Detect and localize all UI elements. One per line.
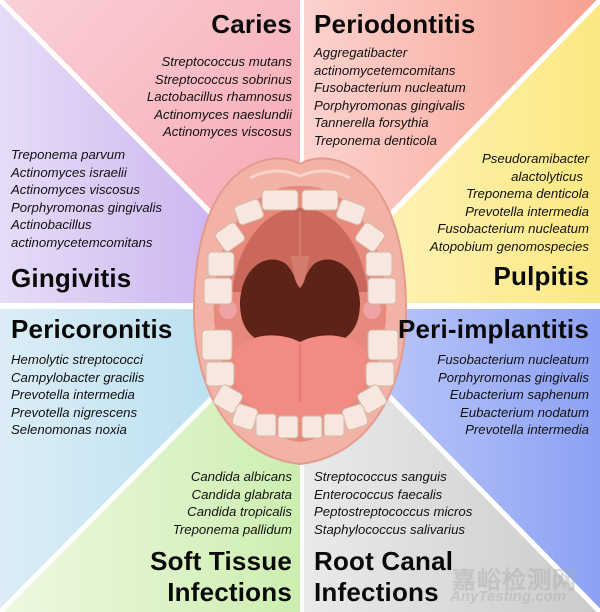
- pulpitis-organism-list: Pseudoramibacter alactolyticus Treponema…: [430, 150, 589, 256]
- periodontitis-title: Periodontitis: [314, 9, 476, 39]
- organism: Treponema parvum: [11, 147, 126, 162]
- organism: Actinomyces israelii: [11, 164, 127, 180]
- organism: Fusobacterium nucleatum: [314, 80, 466, 96]
- organism: Actinomyces viscosus: [11, 182, 140, 198]
- organism: Aggregatibacter: [314, 45, 408, 60]
- caries-title: Caries: [211, 9, 292, 39]
- root-canal-title: Root Canal Infections: [314, 546, 472, 608]
- soft-tissue-organism-list: Candida albicans Candida glabrata Candid…: [150, 468, 292, 538]
- peri-implantitis-organism-list: Fusobacterium nucleatum Porphyromonas gi…: [398, 351, 589, 439]
- tonsil-left: [219, 301, 237, 319]
- organism: Prevotella intermedia: [465, 422, 589, 438]
- organism: Actinobacillus: [11, 217, 92, 233]
- organism: Actinomyces viscosus: [163, 124, 292, 140]
- soft-tissue-title-line2: Infections: [167, 577, 292, 608]
- organism: Prevotella intermedia: [11, 387, 135, 403]
- organism: Campylobacter gracilis: [11, 369, 145, 385]
- organism: Porphyromonas gingivalis: [438, 369, 589, 385]
- root-canal-section: Streptococcus sanguis Enterococcus faeca…: [314, 468, 472, 608]
- soft-tissue-title: Soft Tissue Infections: [150, 546, 292, 608]
- pericoronitis-organism-list: Hemolytic streptococci Campylobacter gra…: [11, 351, 173, 439]
- peri-implantitis-title: Peri-implantitis: [397, 314, 589, 344]
- watermark-cn: 嘉峪检测网: [452, 567, 577, 594]
- organism: Treponema denticola: [314, 132, 437, 148]
- periodontitis-section: Periodontitis Aggregatibacter actinomyce…: [314, 10, 476, 150]
- organism: Streptococcus sanguis: [314, 469, 447, 484]
- soft-tissue-title-line1: Soft Tissue: [150, 546, 292, 577]
- gingivitis-organism-list: Treponema parvum Actinomyces israelii Ac…: [11, 146, 162, 252]
- uvula: [290, 256, 310, 288]
- peri-implantitis-section: Peri-implantitis Fusobacterium nucleatum…: [398, 315, 589, 439]
- organism: Prevotella intermedia: [465, 203, 589, 219]
- pulpitis-title: Pulpitis: [493, 260, 589, 291]
- organism: Candida albicans: [190, 469, 292, 484]
- organism: Tannerella forsythia: [314, 115, 429, 131]
- root-canal-title-line1: Root Canal: [314, 546, 454, 577]
- organism: Pseudoramibacter: [481, 151, 589, 166]
- organism: Actinomyces naeslundii: [154, 106, 292, 122]
- pulpitis-section: Pseudoramibacter alactolyticus Treponema…: [430, 150, 589, 290]
- caries-organism-list: Streptococcus mutans Streptococcus sobri…: [147, 53, 292, 141]
- organism: Candida tropicalis: [187, 504, 292, 520]
- organism: Enterococcus faecalis: [314, 486, 443, 502]
- organism: Eubacterium nodatum: [459, 404, 589, 420]
- mouth-illustration: [192, 157, 408, 466]
- caries-section: Caries Streptococcus mutans Streptococcu…: [147, 10, 292, 141]
- tonsil-right: [363, 301, 381, 319]
- organism: actinomycetemcomitans: [314, 62, 456, 78]
- pericoronitis-title: Pericoronitis: [11, 314, 173, 344]
- organism: Fusobacterium nucleatum: [437, 221, 589, 237]
- organism: Porphyromonas gingivalis: [314, 97, 465, 113]
- organism: Atopobium genomospecies: [429, 238, 589, 254]
- gingivitis-section: Treponema parvum Actinomyces israelii Ac…: [11, 146, 162, 292]
- organism: alactolyticus: [511, 168, 583, 184]
- organism: Eubacterium saphenum: [449, 387, 589, 403]
- periodontitis-organism-list: Aggregatibacter actinomycetemcomitans Fu…: [314, 44, 476, 150]
- organism: Fusobacterium nucleatum: [437, 352, 589, 367]
- organism: Hemolytic streptococci: [11, 352, 143, 367]
- organism: Selenomonas noxia: [11, 422, 127, 438]
- organism: Staphylococcus salivarius: [314, 521, 465, 537]
- root-canal-organism-list: Streptococcus sanguis Enterococcus faeca…: [314, 468, 472, 538]
- organism: Treponema pallidum: [172, 521, 292, 537]
- root-canal-title-line2: Infections: [314, 577, 439, 608]
- organism: Streptococcus sobrinus: [154, 71, 292, 87]
- organism: actinomycetemcomitans: [11, 234, 153, 250]
- gingivitis-title: Gingivitis: [11, 262, 132, 293]
- watermark-en: AnyTesting.com: [450, 588, 567, 605]
- organism: Lactobacillus rhamnosus: [146, 89, 292, 105]
- lip-highlight: [249, 169, 351, 180]
- upper-teeth: [203, 189, 397, 305]
- pericoronitis-section: Pericoronitis Hemolytic streptococci Cam…: [11, 315, 173, 439]
- organism: Streptococcus mutans: [161, 54, 292, 69]
- soft-tissue-section: Candida albicans Candida glabrata Candid…: [150, 468, 292, 608]
- organism: Treponema denticola: [466, 186, 589, 202]
- organism: Peptostreptococcus micros: [314, 504, 473, 520]
- organism: Porphyromonas gingivalis: [11, 199, 162, 215]
- throat: [240, 259, 360, 350]
- organism: Candida glabrata: [191, 486, 292, 502]
- lower-teeth: [201, 329, 399, 439]
- organism: Prevotella nigrescens: [11, 404, 138, 420]
